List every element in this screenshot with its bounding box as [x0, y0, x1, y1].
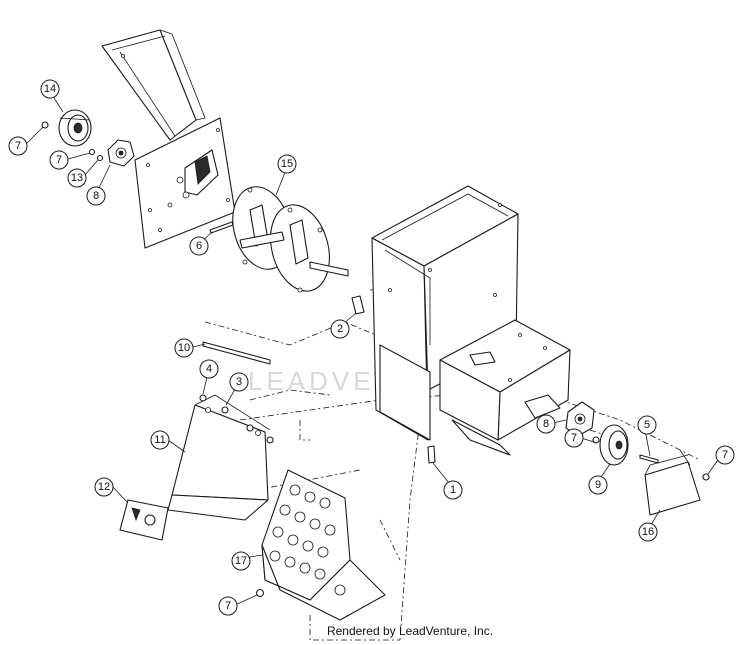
- bolt-1: [427, 445, 436, 464]
- hopper-cover: [167, 394, 271, 521]
- svg-text:7: 7: [15, 140, 21, 152]
- svg-text:10: 10: [178, 342, 190, 354]
- callout-12: 12: [94, 477, 114, 497]
- svg-text:16: 16: [642, 526, 654, 538]
- warning-decal: [119, 499, 169, 541]
- svg-text:15: 15: [281, 158, 293, 170]
- nut-guard: [702, 473, 710, 481]
- callout-17: 17: [231, 551, 251, 571]
- svg-text:11: 11: [154, 434, 165, 446]
- callout-9: 9: [588, 475, 608, 495]
- screen-guard: [261, 469, 386, 621]
- callout-13: 13: [67, 168, 87, 188]
- callout-7e: 7: [715, 445, 735, 465]
- callout-1: 1: [443, 480, 463, 500]
- callout-6: 6: [189, 236, 209, 256]
- callout-7b: 7: [49, 150, 69, 170]
- bearing-right: [565, 401, 595, 437]
- rotor-assembly: [232, 186, 349, 293]
- svg-text:1: 1: [450, 484, 456, 496]
- callout-16: 16: [638, 522, 658, 542]
- svg-text:17: 17: [235, 555, 247, 567]
- pulley-left: [58, 109, 92, 147]
- callout-4: 4: [199, 359, 219, 379]
- key: [639, 454, 659, 464]
- callout-11: 11: [150, 430, 170, 450]
- svg-text:14: 14: [44, 83, 56, 95]
- hopper-box: [371, 185, 519, 441]
- belt-guard-right: [644, 449, 701, 516]
- hardware-left: [41, 121, 234, 234]
- svg-text:13: 13: [71, 172, 83, 184]
- callout-7a: 7: [8, 136, 28, 156]
- svg-text:6: 6: [196, 240, 202, 252]
- callout-8b: 8: [536, 414, 556, 434]
- hardware-cover: [199, 394, 274, 444]
- svg-text:7: 7: [225, 600, 231, 612]
- pulley-right: [599, 424, 629, 466]
- callout-5: 5: [637, 415, 657, 435]
- nut-bottom: [255, 588, 265, 598]
- callout-7c: 7: [218, 596, 238, 616]
- svg-text:5: 5: [644, 419, 650, 431]
- svg-text:12: 12: [98, 481, 110, 493]
- callout-3: 3: [229, 372, 249, 392]
- bolt-2: [351, 295, 365, 315]
- leader-lines: [26, 97, 721, 606]
- callout-14: 14: [40, 79, 60, 99]
- svg-text:2: 2: [337, 323, 343, 335]
- base-frame: [439, 319, 571, 456]
- callout-7d: 7: [564, 428, 584, 448]
- svg-text:7: 7: [722, 449, 728, 461]
- svg-text:3: 3: [236, 376, 242, 388]
- nut-right: [592, 436, 600, 444]
- callout-15: 15: [277, 154, 297, 174]
- svg-text:8: 8: [93, 190, 99, 202]
- footer-credit: Rendered by LeadVenture, Inc.: [326, 624, 494, 638]
- svg-text:8: 8: [543, 418, 549, 430]
- discharge-chute: [101, 29, 206, 141]
- svg-text:7: 7: [56, 154, 62, 166]
- flange-plate: [134, 117, 236, 249]
- callout-8a: 8: [86, 186, 106, 206]
- svg-text:9: 9: [595, 479, 601, 491]
- svg-text:4: 4: [206, 363, 212, 375]
- callout-2: 2: [330, 319, 350, 339]
- bearing-left: [107, 139, 135, 167]
- callout-10: 10: [174, 338, 194, 358]
- svg-text:7: 7: [571, 432, 577, 444]
